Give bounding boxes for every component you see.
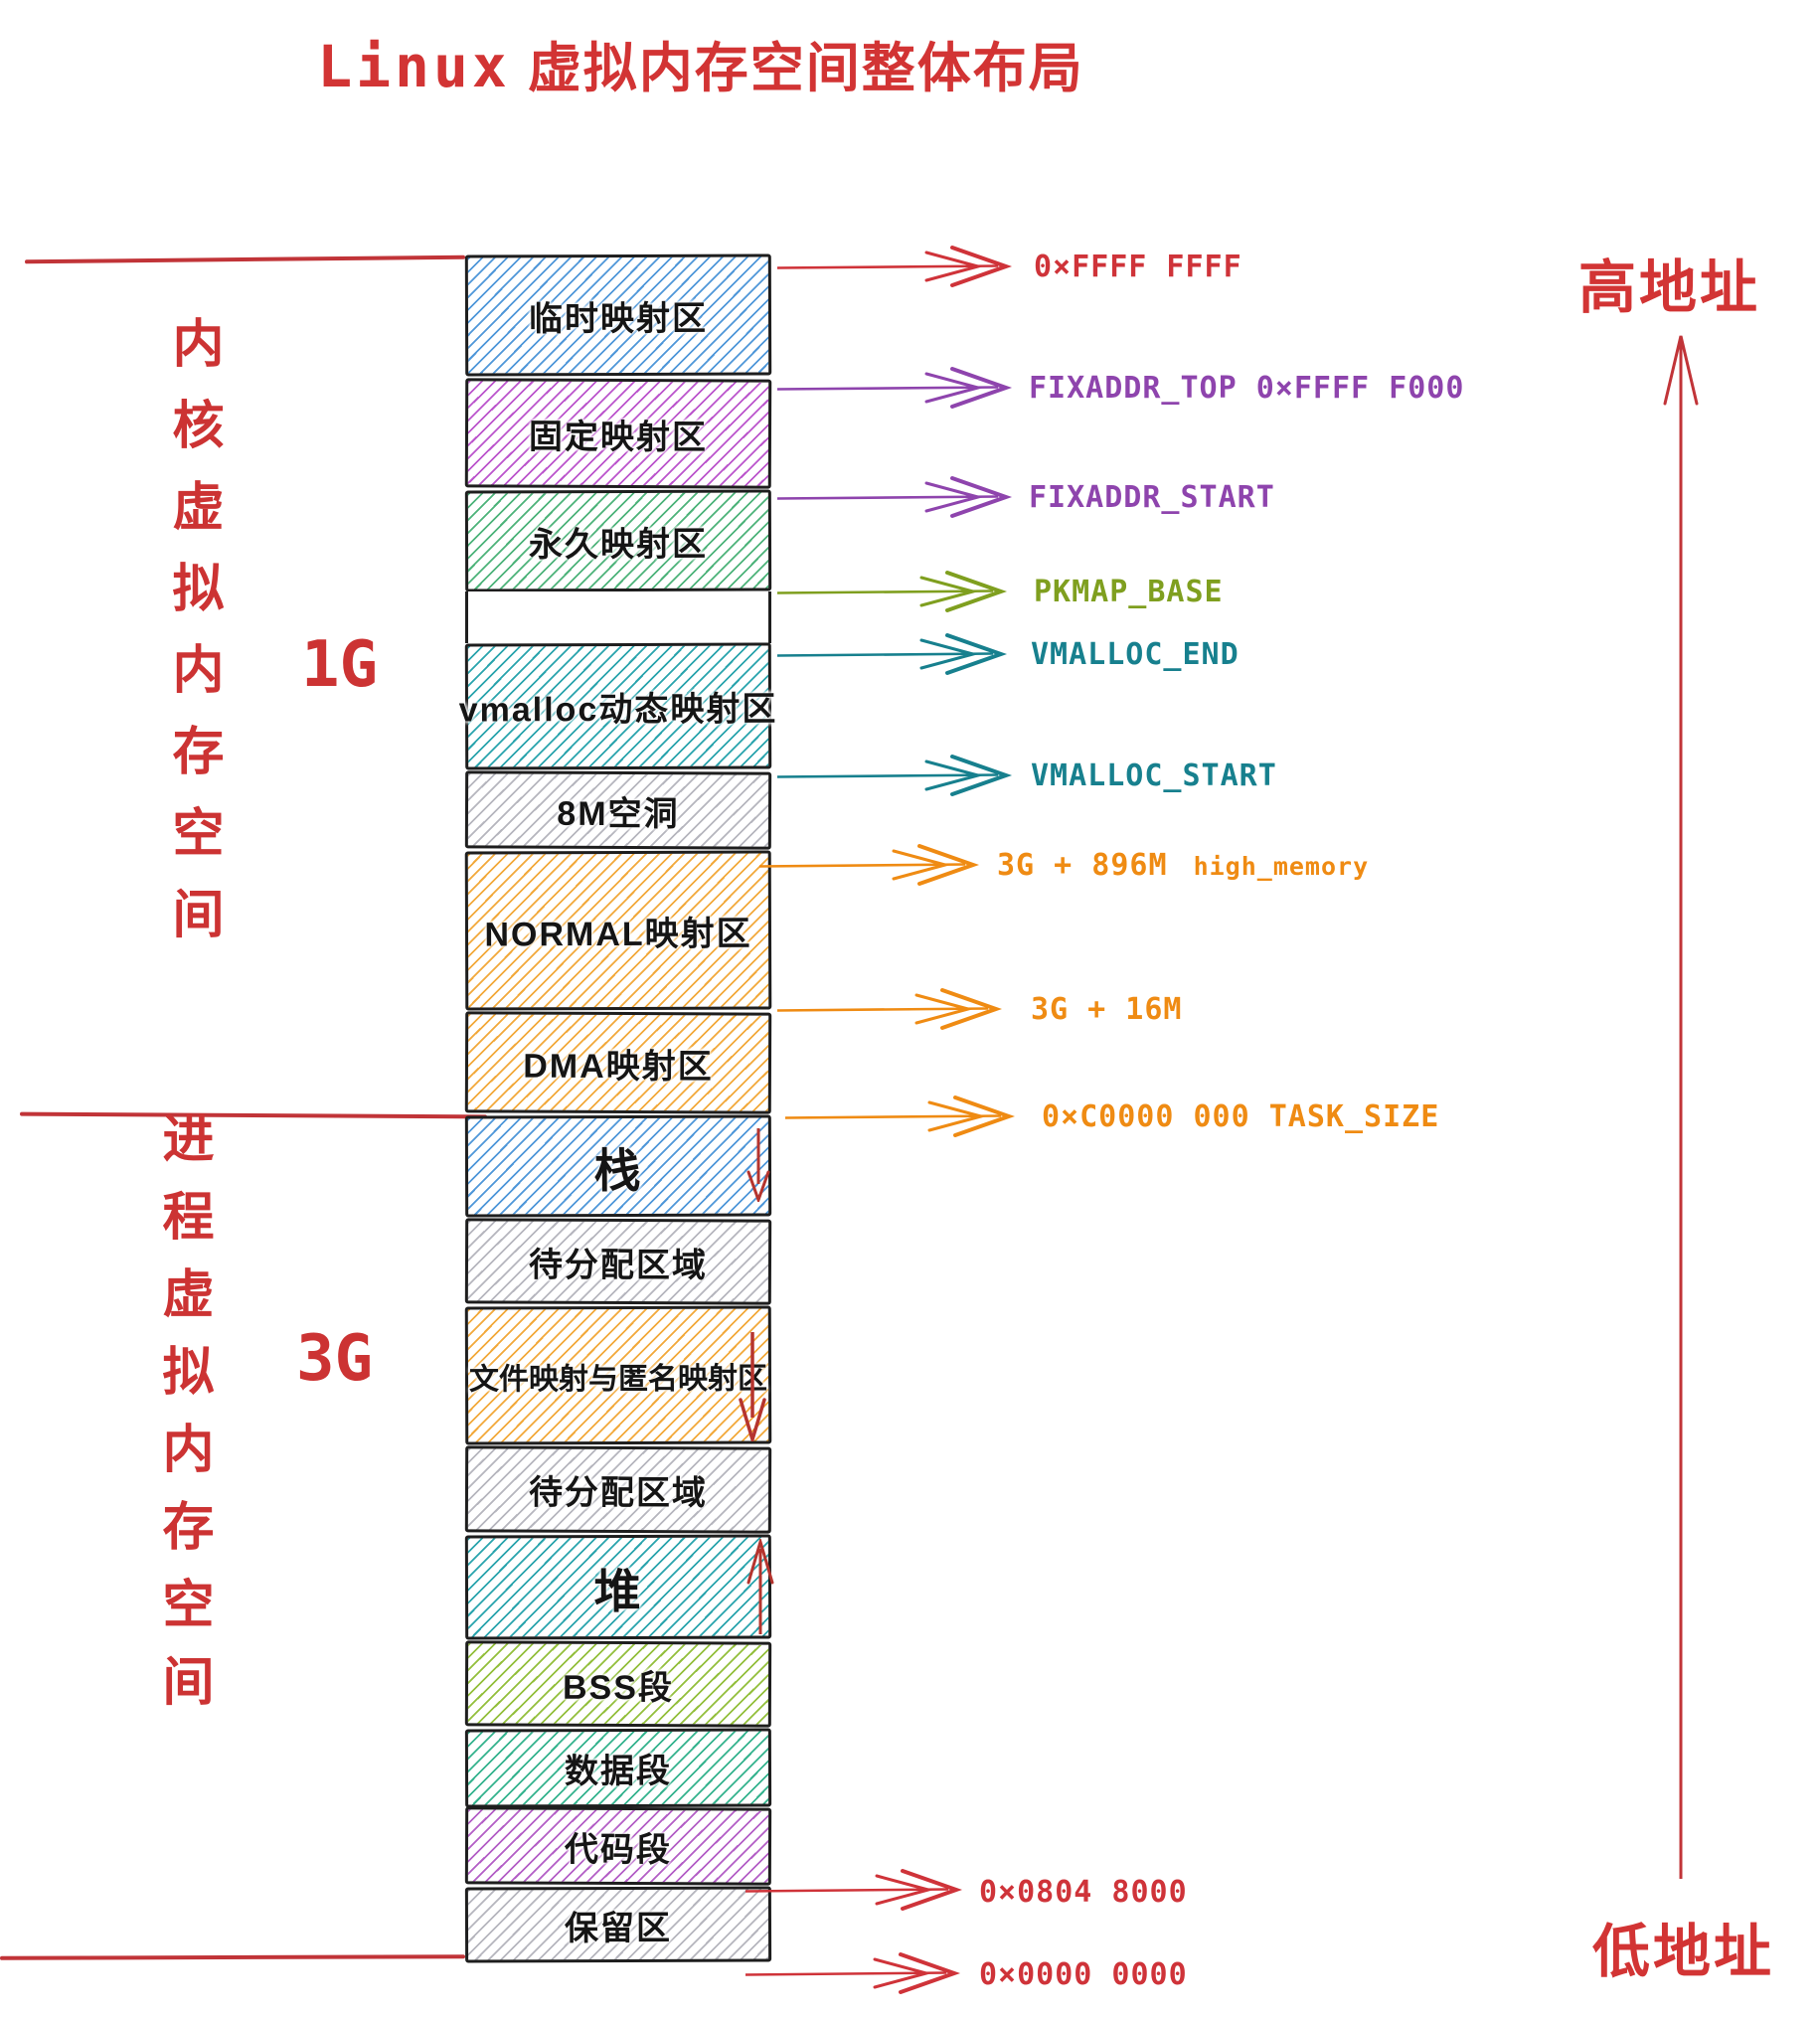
block-8m-hole: 8M空洞 <box>464 770 772 850</box>
block-code-segment: 代码段 <box>464 1806 772 1886</box>
annotation-vmalloc-start: VMALLOC_START <box>1031 758 1277 793</box>
stack-grow-down-arrow <box>744 1126 773 1207</box>
annotation-0xffff-ffff: 0×FFFF FFFF <box>1034 250 1242 284</box>
annotation-task-size: 0×C0000 000 TASK_SIZE <box>1042 1099 1440 1134</box>
block-heap-segment: 堆 <box>464 1534 772 1640</box>
block-data-segment: 数据段 <box>464 1728 772 1808</box>
arrow-fixaddr-start <box>775 475 1014 524</box>
block-temp-mapping: 临时映射区 <box>464 253 772 377</box>
annotation-pkmap-base: PKMAP_BASE <box>1034 575 1224 609</box>
annotation-vmalloc-end: VMALLOC_END <box>1031 637 1240 672</box>
block-unallocated-2: 待分配区域 <box>464 1445 772 1534</box>
title-prefix: Linux <box>317 33 511 100</box>
arrow-vmalloc-start <box>775 754 1014 802</box>
block-dma-mapping: DMA映射区 <box>464 1011 772 1114</box>
block-file-anon-mapping: 文件映射与匿名映射区 <box>464 1305 772 1445</box>
arrow-high-memory <box>757 843 981 892</box>
annotation-3g-16m: 3G + 16M <box>1031 992 1183 1027</box>
page-title: Linux 虚拟内存空间整体布局 <box>278 24 1123 102</box>
process-size-label: 3G <box>296 1322 374 1396</box>
block-bss-segment: BSS段 <box>464 1640 772 1728</box>
arrow-0x0804-8000 <box>744 1868 964 1917</box>
annotation-0x0000-0000: 0×0000 0000 <box>979 1957 1188 1992</box>
annotation-fixaddr-top: FIXADDR_TOP 0×FFFF F000 <box>1029 371 1465 406</box>
arrow-pkmap-base <box>775 570 1009 618</box>
block-reserved: 保留区 <box>464 1886 772 1963</box>
file-mapping-grow-down-arrow <box>736 1330 769 1446</box>
arrow-fixaddr-top <box>775 366 1014 415</box>
block-white-gap <box>465 591 771 643</box>
arrow-3g-16m <box>775 987 1004 1036</box>
arrow-vmalloc-end <box>775 632 1009 681</box>
block-permanent-mapping: 永久映射区 <box>464 489 772 592</box>
high-memory-suffix: high_memory <box>1193 852 1370 881</box>
address-direction-arrow <box>1650 330 1712 1891</box>
heap-grow-up-arrow <box>744 1536 777 1641</box>
block-stack-segment: 栈 <box>464 1114 772 1218</box>
kernel-space-label: 内核虚拟内存空间 <box>164 316 222 968</box>
block-fixed-mapping: 固定映射区 <box>464 378 772 489</box>
arrow-0x0000-0000 <box>744 1951 962 2000</box>
block-unallocated-1: 待分配区域 <box>464 1218 772 1305</box>
annotation-0x0804-8000: 0×0804 8000 <box>979 1875 1188 1910</box>
annotation-fixaddr-start: FIXADDR_START <box>1029 480 1275 515</box>
title-main: 虚拟内存空间整体布局 <box>527 39 1084 98</box>
process-space-label: 进程虚拟内存空间 <box>154 1111 212 1732</box>
high-address-label: 高地址 <box>1578 255 1761 320</box>
arrow-task-size <box>783 1094 1017 1143</box>
block-vmalloc: vmalloc动态映射区 <box>459 642 777 770</box>
kernel-size-label: 1G <box>301 628 379 702</box>
low-address-label: 低地址 <box>1592 1920 1775 1984</box>
arrow-0xffff-ffff <box>775 245 1014 293</box>
block-normal-mapping: NORMAL映射区 <box>464 850 772 1011</box>
